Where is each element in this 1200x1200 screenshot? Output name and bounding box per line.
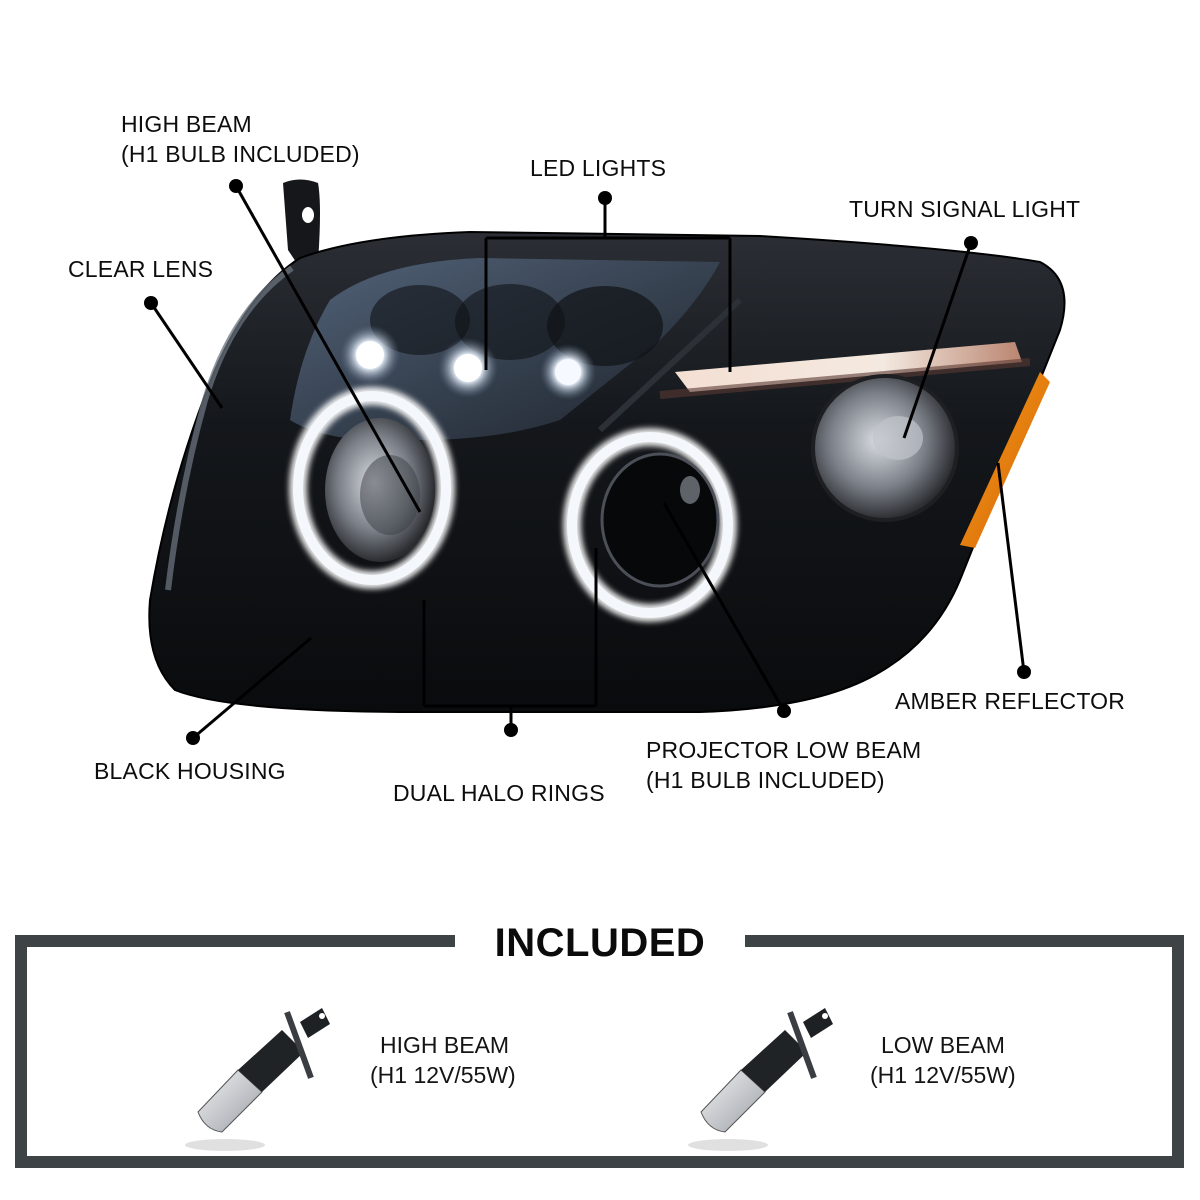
callout-dual-halo-rings: DUAL HALO RINGS [393, 780, 605, 806]
callout-black-housing: BLACK HOUSING [94, 758, 286, 784]
clear-lens-rim [165, 265, 294, 591]
included-item-high-beam-spec: (H1 12V/55W) [370, 1062, 516, 1088]
pin-turn-signal [964, 236, 978, 250]
pin-led-lights [598, 191, 612, 205]
callout-led-lights: LED LIGHTS [530, 155, 667, 181]
pin-projector-low-beam [777, 704, 791, 718]
callout-projector-low-beam-title: PROJECTOR LOW BEAM [646, 737, 922, 763]
h1-bulb-icon-low-beam [688, 1008, 833, 1151]
included-item-low-beam: LOW BEAM (H1 12V/55W) [870, 1030, 1016, 1090]
headlight-illustration [144, 179, 1066, 745]
callout-high-beam: HIGH BEAM (H1 BULB INCLUDED) [121, 109, 360, 169]
halo-ring-center [567, 432, 733, 618]
included-item-high-beam: HIGH BEAM (H1 12V/55W) [370, 1030, 516, 1090]
callout-pins [144, 179, 1031, 745]
callout-projector-low-beam-note: (H1 BULB INCLUDED) [646, 767, 885, 793]
included-title-gap [455, 925, 745, 955]
callout-turn-signal-light: TURN SIGNAL LIGHT [849, 196, 1081, 222]
led-emitter [555, 359, 581, 385]
turn-signal-strip [675, 342, 1022, 392]
included-item-high-beam-name: HIGH BEAM [380, 1032, 510, 1058]
mounting-hole [302, 207, 314, 223]
led-emitter [356, 341, 384, 369]
led-emitter [454, 354, 482, 382]
callout-clear-lens: CLEAR LENS [68, 256, 214, 282]
callout-projector-low-beam: PROJECTOR LOW BEAM (H1 BULB INCLUDED) [646, 735, 921, 795]
pin-clear-lens [144, 296, 158, 310]
pin-dual-halo [504, 723, 518, 737]
included-item-low-beam-spec: (H1 12V/55W) [870, 1062, 1016, 1088]
callout-high-beam-note: (H1 BULB INCLUDED) [121, 141, 360, 167]
leader-lines [149, 185, 1026, 740]
callout-high-beam-title: HIGH BEAM [121, 111, 252, 137]
included-item-low-beam-name: LOW BEAM [881, 1032, 1005, 1058]
included-bulbs [185, 1008, 833, 1151]
included-title: INCLUDED [494, 921, 706, 965]
h1-bulb-icon-high-beam [185, 1008, 330, 1151]
pin-high-beam [229, 179, 243, 193]
pin-amber-reflector [1017, 665, 1031, 679]
amber-reflector [960, 372, 1050, 548]
pin-black-housing [186, 731, 200, 745]
callout-amber-reflector: AMBER REFLECTOR [895, 688, 1126, 714]
halo-ring-left [293, 391, 451, 585]
mounting-tab [283, 179, 320, 268]
